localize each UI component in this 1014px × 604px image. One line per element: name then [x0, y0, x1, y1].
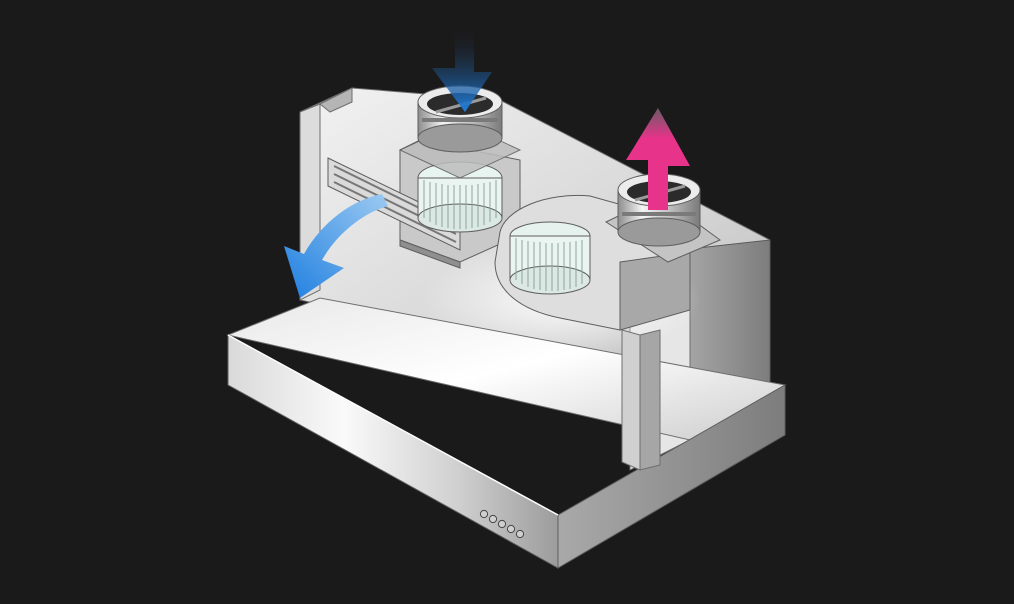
- control-button[interactable]: [497, 519, 507, 529]
- left-fan-housing: [327, 85, 522, 269]
- center-blower-wheel: [509, 221, 591, 295]
- hood-edge-highlight: [227, 334, 559, 516]
- right-fan-housing: [494, 173, 722, 331]
- control-button[interactable]: [488, 514, 498, 524]
- control-button[interactable]: [479, 509, 489, 519]
- control-button[interactable]: [506, 524, 516, 534]
- control-panel: [479, 509, 525, 539]
- curved-arrow-icon: [284, 194, 388, 298]
- arrow-down-icon: [432, 32, 492, 112]
- arrow-up-icon: [626, 108, 690, 210]
- hood-right-face: [557, 384, 786, 569]
- control-button[interactable]: [515, 529, 525, 539]
- center-column: [621, 329, 661, 471]
- cabinet-top-lip: [319, 87, 353, 113]
